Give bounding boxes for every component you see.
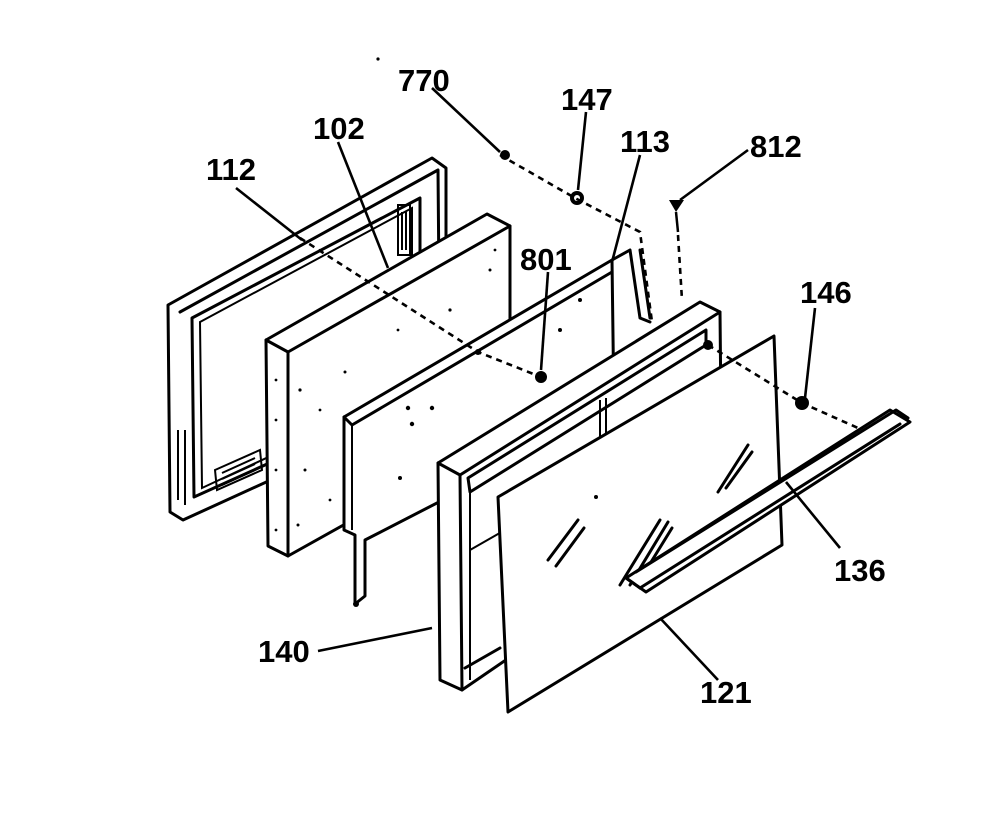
callout-112: 112: [206, 152, 256, 187]
callout-140: 140: [258, 634, 310, 669]
part-113-side-channel: [610, 248, 652, 324]
part-121-outer-glass: [496, 334, 784, 714]
part-801-inner-shield: [342, 258, 616, 607]
callout-146: 146: [800, 275, 852, 310]
leader-lines: [235, 87, 842, 681]
callout-812: 812: [750, 129, 802, 164]
assembly-lines: [299, 153, 859, 430]
callout-801: 801: [520, 242, 572, 277]
screw-812-icon: [669, 200, 684, 233]
callout-136: 136: [834, 553, 886, 588]
callout-102: 102: [313, 111, 365, 146]
callout-121: 121: [700, 675, 752, 710]
part-136-door-handle: [624, 408, 912, 594]
callout-770: 770: [398, 63, 450, 98]
callout-113: 113: [620, 124, 670, 159]
callout-labels: 770 147 113 812 102 112 801 146 136 140 …: [206, 63, 886, 710]
callout-147: 147: [561, 82, 613, 117]
